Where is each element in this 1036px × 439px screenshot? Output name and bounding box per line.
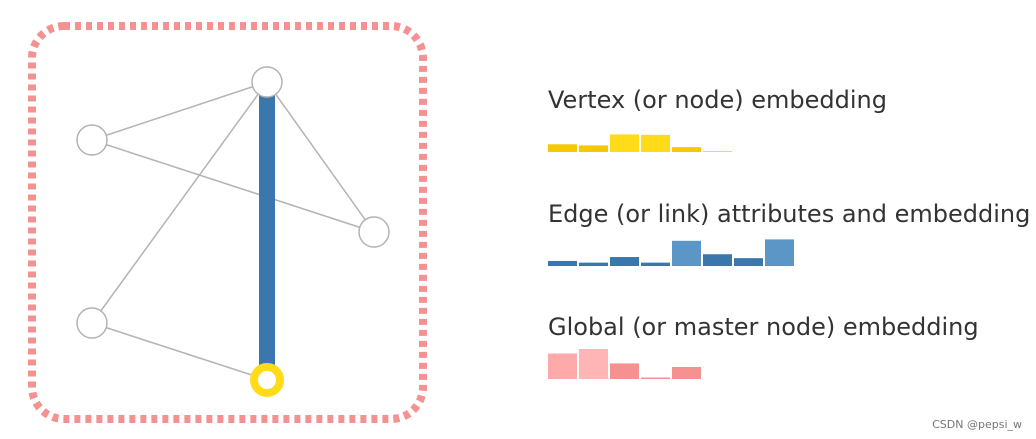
vertex-embedding-bar-2: [579, 145, 608, 152]
vertex-embedding-bar-4: [641, 134, 670, 152]
global-embedding-bar-5: [672, 367, 701, 379]
graph-node-left-upper: [76, 124, 108, 156]
graph-edge: [266, 81, 375, 233]
vertex-embedding-bars: [548, 134, 732, 152]
graph-edge: [91, 81, 268, 324]
legend-vertex: Vertex (or node) embedding: [548, 86, 887, 152]
edge-embedding-bar-8: [765, 239, 794, 266]
graph-edge: [91, 322, 268, 381]
edge-embedding-bar-5: [672, 240, 701, 266]
edge-embedding-bar-2: [579, 262, 608, 266]
graph-edge: [91, 139, 375, 233]
global-embedding-bar-2: [579, 349, 608, 379]
graph-nodes: [76, 66, 390, 397]
legend-global: Global (or master node) embedding: [548, 313, 979, 379]
watermark: CSDN @pepsi_w: [932, 418, 1022, 431]
edge-embedding-bar-1: [548, 260, 577, 266]
graph-edges: [91, 81, 375, 381]
edge-embedding-bars: [548, 239, 794, 266]
edge-embedding-bar-3: [610, 257, 639, 266]
global-embedding-border: [28, 22, 427, 423]
highlighted-node: [250, 363, 284, 397]
global-embedding-bar-4: [641, 377, 670, 379]
graph-edge: [91, 81, 268, 141]
vertex-embedding-bar-6: [703, 151, 732, 152]
vertex-embedding-bar-3: [610, 134, 639, 152]
global-embedding-bar-1: [548, 353, 577, 379]
legend-vertex-title: Vertex (or node) embedding: [548, 86, 887, 114]
vertex-embedding-bar-5: [672, 147, 701, 152]
edge-embedding-bar-6: [703, 254, 732, 266]
edge-embedding-bar-4: [641, 262, 670, 266]
legend-edge: Edge (or link) attributes and embedding: [548, 200, 1030, 266]
graph-node-left-lower: [76, 307, 108, 339]
legend-global-title: Global (or master node) embedding: [548, 313, 979, 341]
vertex-embedding-bar-1: [548, 144, 577, 152]
edge-embedding-bar-7: [734, 258, 763, 266]
graph-node-top: [251, 66, 283, 98]
global-embedding-bars: [548, 349, 701, 379]
legend-edge-title: Edge (or link) attributes and embedding: [548, 200, 1030, 228]
graph-node-right: [358, 216, 390, 248]
global-embedding-bar-3: [610, 363, 639, 379]
